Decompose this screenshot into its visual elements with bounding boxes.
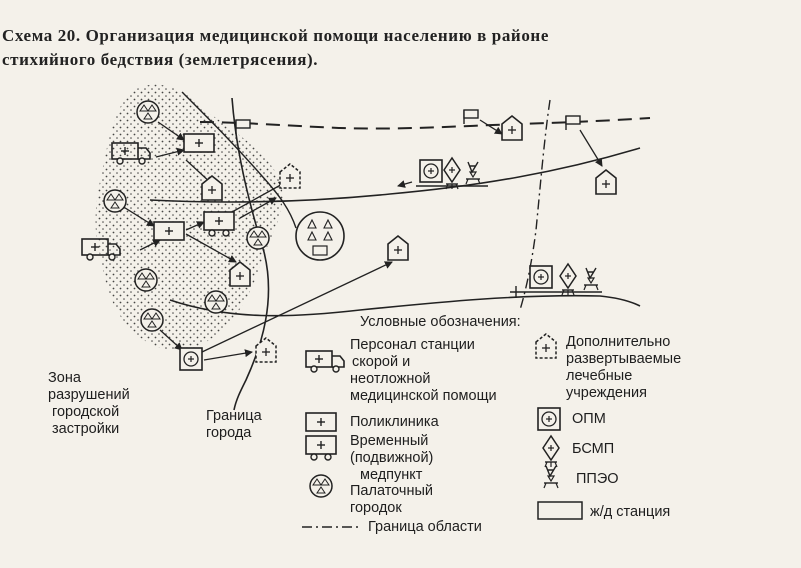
city-border-label-line: города [206, 425, 252, 441]
hospital-icon [595, 169, 617, 195]
legend-extra-line: учреждения [566, 385, 647, 401]
legend-ambulance-line: Персонал станции [350, 337, 475, 353]
city-border-label: Граница города [206, 408, 262, 442]
zone-label: Зона разрушений городской застройки [48, 370, 130, 438]
legend-ambulance-label: Персонал станции скорой и неотложной мед… [350, 337, 497, 405]
legend-tent-camp-icon [309, 474, 333, 498]
tent-camp-large-icon [295, 211, 345, 261]
tent-camp-icon [103, 189, 127, 213]
rail-station-flag-icon [565, 115, 581, 131]
rail-unit-bottom [510, 263, 602, 298]
evacuation-arrows [121, 119, 603, 361]
legend-extra-line: лечебные [566, 368, 633, 384]
city-border-line [199, 117, 651, 130]
legend-extra-facilities-label: Дополнительно развертываемые лечебные уч… [566, 334, 681, 402]
diagram-title: Схема 20. Организация медицинской помощи… [2, 24, 792, 72]
title-line-1: Схема 20. Организация медицинской помощи… [2, 26, 549, 45]
legend-tent-line: городок [350, 500, 402, 516]
zone-label-line: разрушений [48, 387, 130, 403]
legend-temp-line: Временный [350, 433, 429, 449]
legend-bsmp-label: БСМП [572, 441, 615, 457]
legend-heading: Условные обозначения: [360, 314, 521, 330]
tent-camp-icon [204, 290, 228, 314]
road-lower [169, 294, 641, 317]
legend-ambulance-line: медицинской помощи [350, 388, 497, 404]
legend-extra-line: развертываемые [566, 351, 682, 367]
legend-ambulance-line: неотложной [350, 371, 431, 387]
opm-icon [179, 347, 203, 371]
legend-extra-line: Дополнительно [566, 334, 671, 350]
extra-facility-icon [279, 163, 301, 189]
tent-camp-icon [134, 268, 158, 292]
legend-region-border-label: Граница области [368, 519, 482, 535]
legend-ppeo-label: ППЭО [576, 471, 619, 487]
tent-camp-icon [136, 100, 160, 124]
legend-tent-camp-label: Палаточный городок [350, 483, 433, 517]
legend-polyclinic-icon [305, 412, 337, 432]
tent-camp-icon [140, 308, 164, 332]
extra-facility-icon [255, 337, 277, 363]
legend-ambulance-line: скорой и [352, 354, 411, 370]
legend-rail-station-label: ж/д станция [590, 504, 671, 520]
hospital-icon [387, 235, 409, 261]
legend-polyclinic-label: Поликлиника [350, 414, 439, 430]
legend-opm-icon [537, 407, 561, 431]
legend-mobile-point-icon [305, 435, 337, 461]
legend-symbols [302, 333, 583, 528]
city-border-label-line: Граница [206, 408, 262, 424]
legend-opm-label: ОПМ [572, 411, 606, 427]
region-border-line [519, 99, 551, 311]
zone-label-line: Зона [48, 370, 81, 386]
legend-temp-line: медпункт [360, 467, 423, 483]
polyclinic-icon [183, 133, 215, 153]
legend-extra-facility-icon [535, 333, 557, 359]
polyclinic-icon [153, 221, 185, 241]
legend-ppeo-icon [543, 465, 559, 489]
legend-temp-point-label: Временный (подвижной) медпункт [350, 433, 433, 484]
road-upper [181, 91, 297, 229]
zone-label-line: застройки [52, 421, 120, 437]
rail-unit-top [416, 157, 488, 190]
title-line-2: стихийного бедствия (землетрясения). [2, 50, 319, 69]
road-middle [149, 147, 641, 203]
legend-temp-line: (подвижной) [350, 450, 434, 466]
legend-rail-station-icon [537, 501, 583, 520]
rail-station-flag-icon [235, 119, 251, 135]
legend-tent-line: Палаточный [350, 483, 433, 499]
zone-label-line: городской [52, 404, 120, 420]
tent-camp-icon [246, 226, 270, 250]
legend-ambulance-icon [305, 350, 345, 373]
hospital-icon [501, 115, 523, 141]
rail-station-flag-icon [463, 109, 479, 125]
road-left [231, 97, 270, 411]
legend-bsmp-icon [542, 435, 560, 468]
